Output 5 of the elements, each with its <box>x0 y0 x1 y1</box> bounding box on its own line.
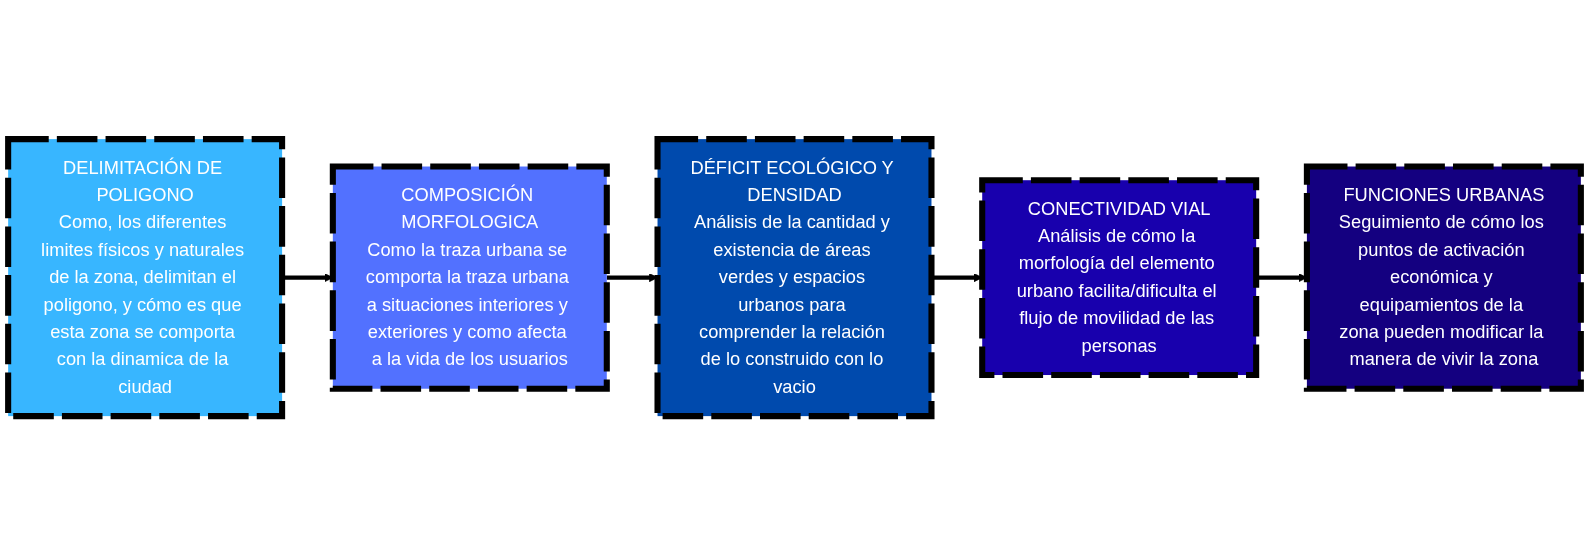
node-box: DÉFICIT ECOLÓGICO Y DENSIDAD Análisis de la cantidad y existencia de áreas verdes y espacios urbanos para comprender la relación de lo construido con lo vacio <box>654 136 935 420</box>
node-box: FUNCIONES URBANAS Seguimiento de cómo los puntos de activación económica y equipamientos de la zona pueden modificar la manera de vivir la zona <box>1303 163 1584 393</box>
node-box: COMPOSICIÓN MORFOLOGICA Como la traza urbana se comporta la traza urbana a situaciones interiores y exteriores y como afecta a la vida de los usuarios <box>329 163 610 393</box>
node-box: DELIMITACIÓN DE POLIGONO Como, los diferentes limites físicos y naturales de la zona, delimitan el poligono, y cómo es que esta zona se comporta con la dinamica de la ciudad <box>5 136 286 420</box>
node-box: CONECTIVIDAD VIAL Análisis de cómo la morfología del elemento urbano facilita/dificulta el flujo de movilidad de las personas <box>979 177 1260 379</box>
